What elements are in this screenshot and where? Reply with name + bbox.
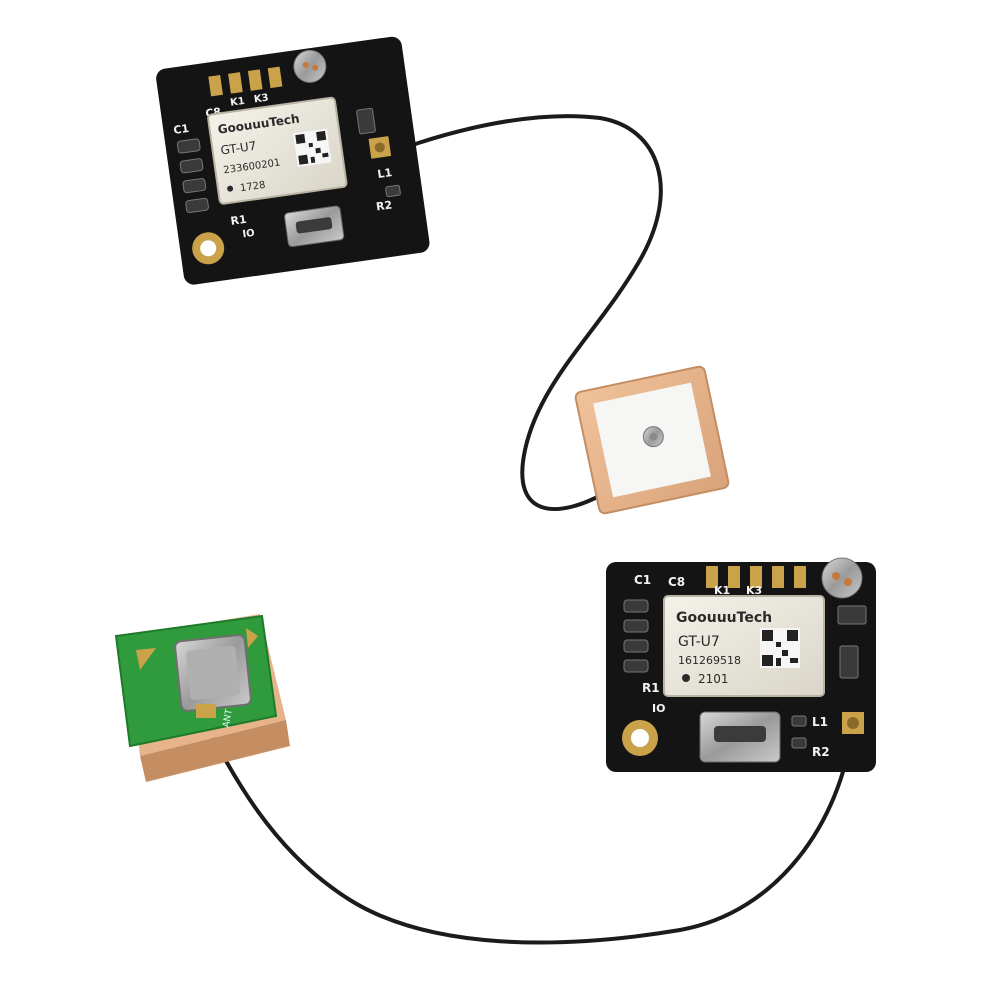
- silk-io: IO: [242, 228, 256, 241]
- mounting-hole-icon: [192, 232, 225, 265]
- header-pins: [208, 66, 283, 97]
- serial-label: 161269518: [678, 654, 741, 667]
- smd-components: [176, 107, 401, 214]
- model-label: GT-U7: [220, 139, 257, 158]
- silk-k1: K1: [714, 584, 730, 597]
- silk-r2: R2: [375, 198, 393, 213]
- silk-c1: C1: [173, 122, 190, 137]
- ceramic-patch-antenna: [574, 365, 730, 515]
- brand-label: GoouuuTech: [676, 610, 772, 626]
- model-label: GT-U7: [678, 634, 720, 650]
- gps-chip-shield: [207, 96, 348, 205]
- qr-code-icon: [293, 128, 332, 168]
- micro-usb-port-icon: [699, 711, 781, 763]
- svg-text:ANT: ANT: [222, 708, 235, 728]
- silk-k1: K1: [229, 96, 245, 109]
- gps-module-bottom: C1 C8 K1 K3 R1 R2 L1 IO GoouuuTech GT-U7…: [606, 557, 876, 772]
- ufl-connector-icon: [368, 136, 392, 159]
- gps-module-top: C1 C8 K1 K3 R1 R2 L1 IO GoouuuTech GT-U7…: [156, 36, 430, 285]
- qr-code-icon: [760, 628, 800, 668]
- ufl-connector-icon: [842, 712, 864, 734]
- silk-l1: L1: [377, 166, 393, 181]
- silk-io: IO: [652, 702, 665, 715]
- antenna-cable-bottom: [198, 710, 854, 945]
- silk-r2: R2: [812, 745, 830, 759]
- smd-components: [623, 599, 867, 749]
- green-patch-antenna: ANT: [114, 614, 290, 782]
- header-pins: [706, 566, 806, 588]
- date-label: 1728: [239, 180, 266, 194]
- silk-k3: K3: [746, 584, 762, 597]
- gps-chip-shield: [663, 595, 825, 697]
- silk-r1: R1: [230, 213, 248, 228]
- silk-l1: L1: [812, 715, 828, 729]
- silk-r1: R1: [642, 681, 660, 695]
- backup-battery: [821, 557, 863, 599]
- silk-k3: K3: [253, 92, 269, 105]
- micro-usb-port-icon: [284, 205, 345, 248]
- backup-battery: [293, 49, 327, 83]
- antenna-cable-top: [376, 114, 663, 511]
- date-label: 2101: [698, 672, 729, 686]
- mounting-hole-icon: [622, 720, 658, 756]
- silk-c8: C8: [668, 575, 685, 589]
- silk-c1: C1: [634, 573, 651, 587]
